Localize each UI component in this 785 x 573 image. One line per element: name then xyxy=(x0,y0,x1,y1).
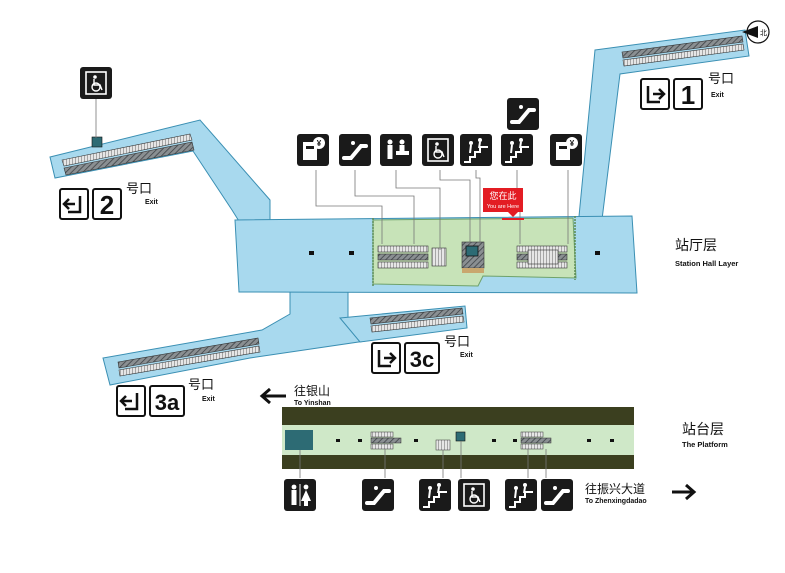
hall-icons: ¥ xyxy=(80,67,582,166)
station-hall-map xyxy=(49,29,750,386)
exit-3c-sign: 3c 号口 Exit xyxy=(371,335,474,374)
svg-text:¥: ¥ xyxy=(317,139,322,148)
platform-leader-lines xyxy=(299,441,547,478)
direction-east: 往振兴大道 To Zhenxingdadao xyxy=(585,481,697,505)
exit-2-suffix-cn: 号口 xyxy=(126,182,152,197)
exit-3c-escalator xyxy=(369,307,465,333)
hall-escalator-right xyxy=(516,245,568,269)
concourse-columns xyxy=(309,251,600,255)
svg-text:¥: ¥ xyxy=(570,139,575,148)
exit-1-number: 1 xyxy=(681,80,695,110)
accessible-elevator-icon xyxy=(80,67,112,99)
exit-3a-suffix-cn: 号口 xyxy=(188,378,214,393)
you-are-here-cn: 您在此 xyxy=(489,190,516,202)
exit-2-suffix-en: Exit xyxy=(145,199,159,206)
north-compass: 北 xyxy=(742,20,770,44)
direction-east-en: To Zhenxingdadao xyxy=(585,498,647,505)
stairs-icon xyxy=(505,479,537,511)
exit-2-escalator xyxy=(61,133,195,176)
exit-3c-suffix-en: Exit xyxy=(460,352,474,359)
accessible-elevator-icon xyxy=(458,479,490,511)
platform-label-cn: 站台层 xyxy=(682,422,724,438)
exit-3c-number: 3c xyxy=(410,347,434,372)
platform-map xyxy=(282,407,634,478)
accessible-elevator-icon xyxy=(422,134,454,166)
exit-1-sign: 1 号口 Exit xyxy=(640,72,734,110)
escalator-icon xyxy=(362,479,394,511)
station-hall-label-cn: 站厅层 xyxy=(675,238,717,254)
arrow-left-icon xyxy=(259,387,286,405)
stairs-icon xyxy=(460,134,492,166)
direction-west-en: To Yinshan xyxy=(294,400,331,407)
stairs-icon xyxy=(501,134,533,166)
exit-3a-corridor xyxy=(102,287,374,386)
escalator-icon xyxy=(339,134,371,166)
exit-3a-escalator xyxy=(117,337,261,377)
exit-2-sign: 2 号口 Exit xyxy=(59,182,159,220)
platform-escalator-left xyxy=(370,431,402,450)
toilet-icon xyxy=(284,479,316,511)
exit-1-escalator xyxy=(621,35,745,67)
exit-3c-suffix-cn: 号口 xyxy=(444,335,470,350)
exit-2-number: 2 xyxy=(100,190,114,220)
exit-3a-number: 3a xyxy=(155,390,180,415)
hall-elevator-block xyxy=(461,241,485,273)
platform-label-en: The Platform xyxy=(682,440,728,449)
platform-escalator-right xyxy=(520,431,552,450)
you-are-here-marker: 您在此 You are Here xyxy=(483,188,524,220)
you-are-here-en: You are Here xyxy=(487,204,519,210)
track-lower xyxy=(282,455,634,469)
track-upper xyxy=(282,407,634,425)
exit-3a-suffix-en: Exit xyxy=(202,396,216,403)
platform-columns xyxy=(336,439,614,442)
station-hall-label-en: Station Hall Layer xyxy=(675,259,738,268)
ticket-machine-icon: ¥ xyxy=(297,134,329,166)
arrow-right-icon xyxy=(672,483,697,501)
compass-label: 北 xyxy=(760,29,767,37)
service-desk-icon xyxy=(380,134,412,166)
ticket-machine-icon: ¥ xyxy=(550,134,582,166)
escalator-icon xyxy=(541,479,573,511)
direction-west-cn: 往银山 xyxy=(294,383,330,398)
exit-1-suffix-en: Exit xyxy=(711,92,725,99)
direction-east-cn: 往振兴大道 xyxy=(585,481,645,496)
stairs-icon xyxy=(419,479,451,511)
exit-1-suffix-cn: 号口 xyxy=(708,72,734,87)
hall-escalator-left xyxy=(377,245,447,269)
platform-toilet-block xyxy=(285,430,313,450)
direction-west: 往银山 To Yinshan xyxy=(259,383,331,407)
escalator-icon xyxy=(507,98,539,130)
platform-icons xyxy=(284,479,573,511)
exit-3a-sign: 3a 号口 Exit xyxy=(116,378,216,417)
